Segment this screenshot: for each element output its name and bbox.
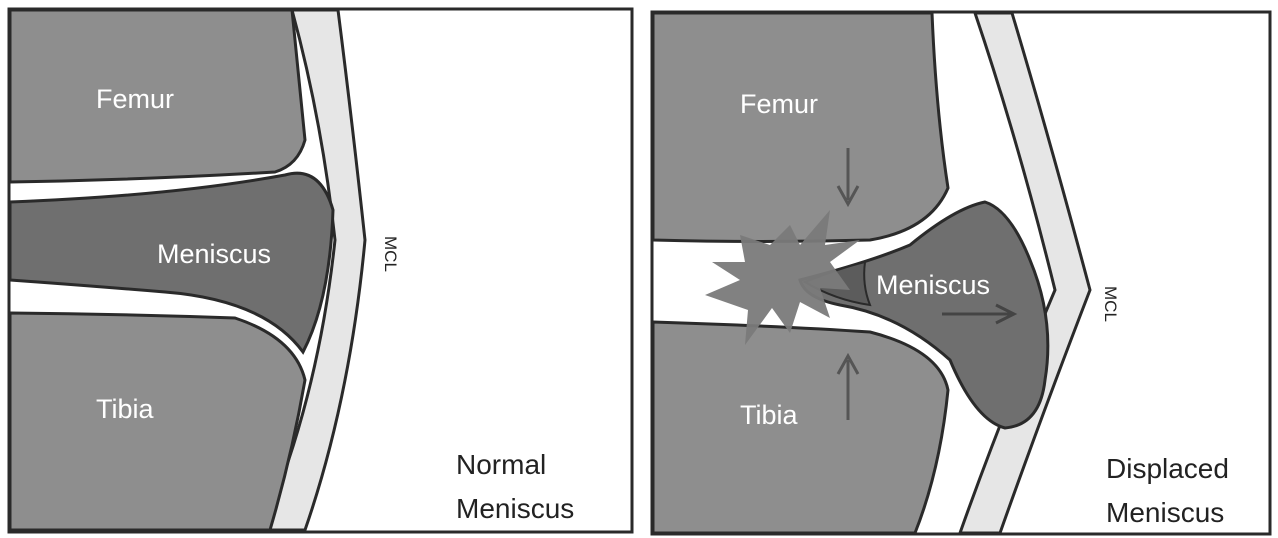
tibia-label: Tibia xyxy=(740,400,799,430)
meniscus-label: Meniscus xyxy=(876,270,990,300)
mcl-label: MCL xyxy=(381,236,400,272)
femur-label: Femur xyxy=(740,89,818,119)
tibia-bone xyxy=(10,313,305,530)
mcl-label: MCL xyxy=(1101,286,1120,322)
caption-line2: Meniscus xyxy=(1106,497,1224,528)
caption-line1: Displaced xyxy=(1106,453,1229,484)
tibia-label: Tibia xyxy=(96,394,155,424)
caption-line1: Normal xyxy=(456,449,546,480)
caption-line2: Meniscus xyxy=(456,493,574,524)
panel-displaced: Femur Meniscus Tibia MCL Displaced Menis… xyxy=(652,12,1270,534)
femur-label: Femur xyxy=(96,84,174,114)
femur-bone xyxy=(653,13,948,242)
panel-normal: Femur Meniscus Tibia MCL Normal Meniscus xyxy=(9,9,632,532)
meniscus-label: Meniscus xyxy=(157,239,271,269)
tibia-bone xyxy=(653,322,948,533)
